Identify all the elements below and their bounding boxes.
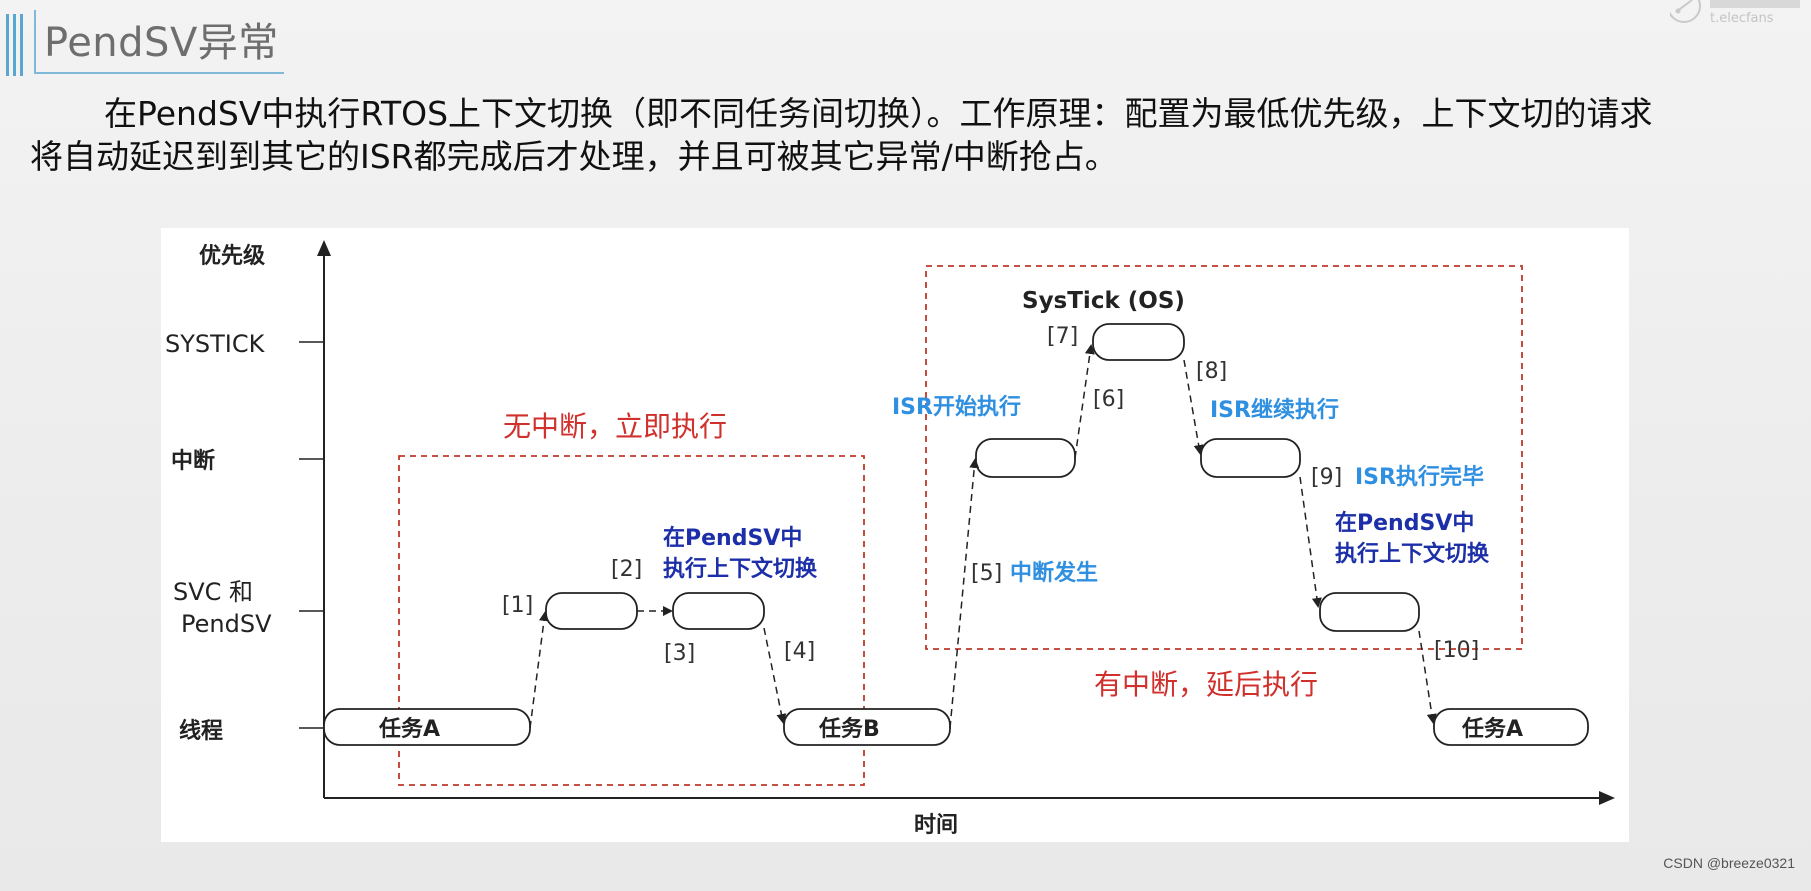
region-with-interrupt <box>925 265 1523 650</box>
transition-5 <box>949 458 980 729</box>
step-7: [7] <box>1047 324 1078 349</box>
box-task-a-2-label: 任务A <box>1461 716 1523 742</box>
annotation-pendsv-right-1: 在PendSV中 <box>1335 510 1474 536</box>
box-task-a-1-label: 任务A <box>378 716 440 742</box>
systick-os-label: SysTick (OS) <box>1022 288 1185 314</box>
step-5: [5] <box>971 561 1002 586</box>
transition-1 <box>529 611 549 729</box>
x-axis-label: 时间 <box>914 813 958 838</box>
transition-9 <box>1299 476 1322 608</box>
annotation-pendsv-right-2: 执行上下文切换 <box>1335 541 1490 567</box>
box-systick <box>1092 323 1185 361</box>
csdn-watermark: CSDN @breeze0321 <box>1663 855 1795 871</box>
title-underline <box>34 72 284 74</box>
box-svc <box>545 592 638 630</box>
step-10: [10] <box>1434 638 1479 663</box>
logo-text: t.elecfans <box>1710 11 1774 26</box>
description-paragraph: 在PendSV中执行RTOS上下文切换（即不同任务间切换）。工作原理：配置为最低… <box>30 92 1810 178</box>
annotation-isr-done: ISR执行完毕 <box>1355 464 1484 490</box>
transition-6 <box>1074 344 1095 459</box>
pendsv-diagram: 优先级 时间 SYSTICK 中断 SVC 和 PendSV 线程 无中断，立即… <box>161 228 1629 842</box>
elecfans-logo: t.elecfans <box>1670 0 1800 26</box>
level-systick: SYSTICK <box>165 330 266 358</box>
region-no-interrupt <box>398 455 865 786</box>
level-svc: SVC 和 <box>173 578 253 606</box>
transition-10 <box>1418 630 1437 724</box>
region-left-label: 无中断，立即执行 <box>503 410 727 443</box>
paragraph-line-2: 将自动延迟到到其它的ISR都完成后才处理，并且可被其它异常/中断抢占。 <box>30 137 1118 176</box>
annotation-pendsv-left-1: 在PendSV中 <box>663 525 802 551</box>
step-1: [1] <box>502 593 533 618</box>
step-3: [3] <box>664 641 695 666</box>
box-isr-2 <box>1200 438 1301 478</box>
region-right-label: 有中断，延后执行 <box>1094 668 1318 701</box>
transition-4 <box>763 627 787 724</box>
step-4: [4] <box>784 639 815 664</box>
page-title: PendSV异常 <box>44 20 279 66</box>
title-decoration-bars <box>6 14 28 76</box>
annotation-interrupt-occurs: 中断发生 <box>1010 560 1098 586</box>
annotation-isr-start: ISR开始执行 <box>892 394 1021 420</box>
y-axis-label: 优先级 <box>199 243 265 269</box>
transition-8 <box>1183 359 1204 455</box>
box-pendsv-left <box>672 592 765 630</box>
step-8: [8] <box>1196 359 1227 384</box>
step-9: [9] <box>1311 465 1342 490</box>
paragraph-line-1: 在PendSV中执行RTOS上下文切换（即不同任务间切换）。工作原理：配置为最低… <box>104 94 1653 133</box>
box-isr-1 <box>975 438 1076 478</box>
level-pendsv: PendSV <box>181 610 272 638</box>
step-6: [6] <box>1093 387 1124 412</box>
step-2: [2] <box>611 557 642 582</box>
title-divider <box>34 10 36 74</box>
level-thread: 线程 <box>179 718 223 744</box>
level-interrupt: 中断 <box>171 448 215 474</box>
box-task-b-label: 任务B <box>818 716 880 742</box>
box-pendsv-right <box>1319 592 1420 632</box>
annotation-pendsv-left-2: 执行上下文切换 <box>663 556 818 582</box>
annotation-isr-continue: ISR继续执行 <box>1210 397 1339 423</box>
box-task-a-2 <box>1433 708 1589 746</box>
